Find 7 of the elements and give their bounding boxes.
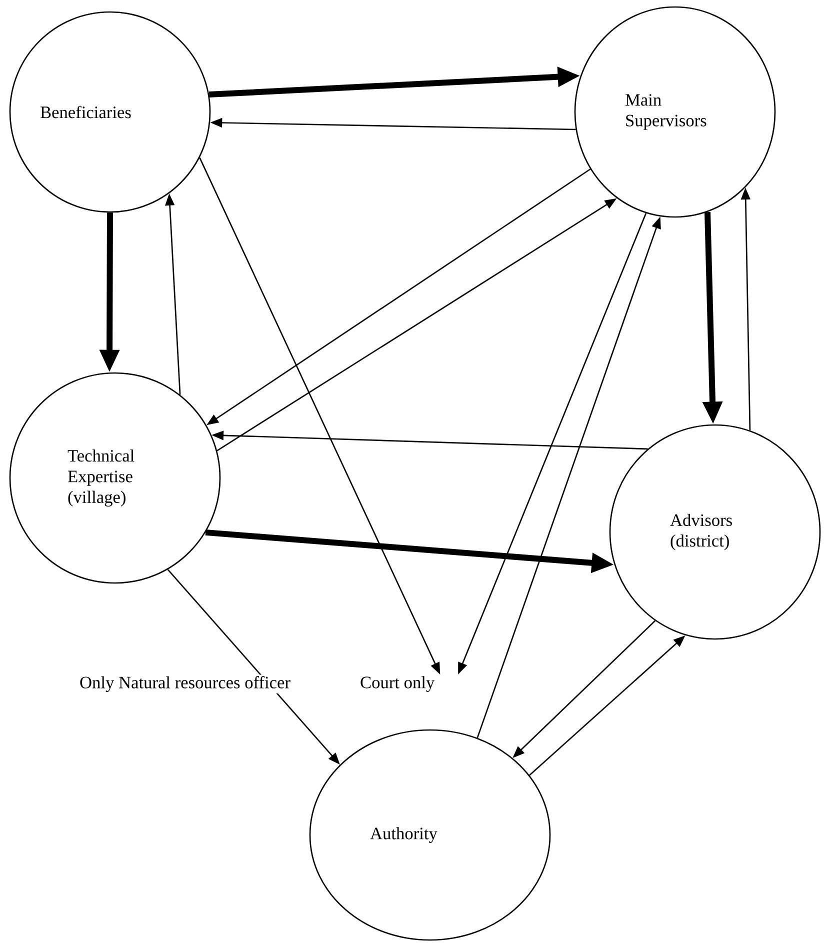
ellipse-node: Advisors (district) <box>609 424 821 640</box>
ellipse-node: Beneficiaries <box>9 11 211 213</box>
node-text: Court only <box>360 676 435 692</box>
ellipse-node: Main Supervisors <box>574 6 776 218</box>
edge-label: Only Natural resources officer <box>78 674 292 694</box>
ellipse-node: Technical Expertise (village) <box>9 372 221 584</box>
ellipse-node: Authority <box>309 729 551 941</box>
